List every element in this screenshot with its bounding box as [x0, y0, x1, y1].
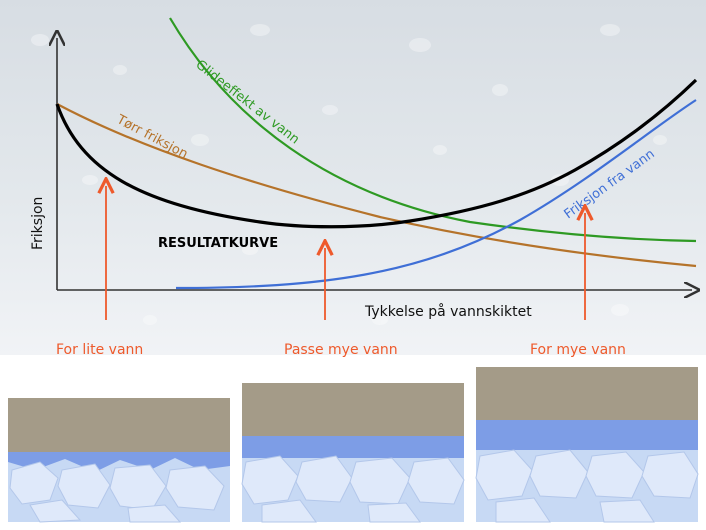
dry-friction-curve	[56, 103, 697, 268]
marker-label-much: For mye vann	[530, 342, 626, 358]
panel-little-water	[8, 398, 230, 523]
water-friction-curve	[175, 99, 697, 290]
marker-label-right: Passe mye vann	[284, 342, 398, 358]
water-droplets	[31, 24, 667, 325]
result-curve-label: RESULTATKURVE	[158, 236, 278, 251]
marker-label-little: For lite vann	[56, 342, 143, 358]
x-axis-label: Tykkelse på vannskiktet	[364, 303, 532, 320]
glide-effect-curve	[169, 17, 697, 243]
y-axis-label: Friksjon	[30, 197, 46, 250]
panel-much-water	[475, 367, 699, 523]
panel-right-water	[241, 383, 465, 523]
result-curve	[55, 78, 698, 229]
